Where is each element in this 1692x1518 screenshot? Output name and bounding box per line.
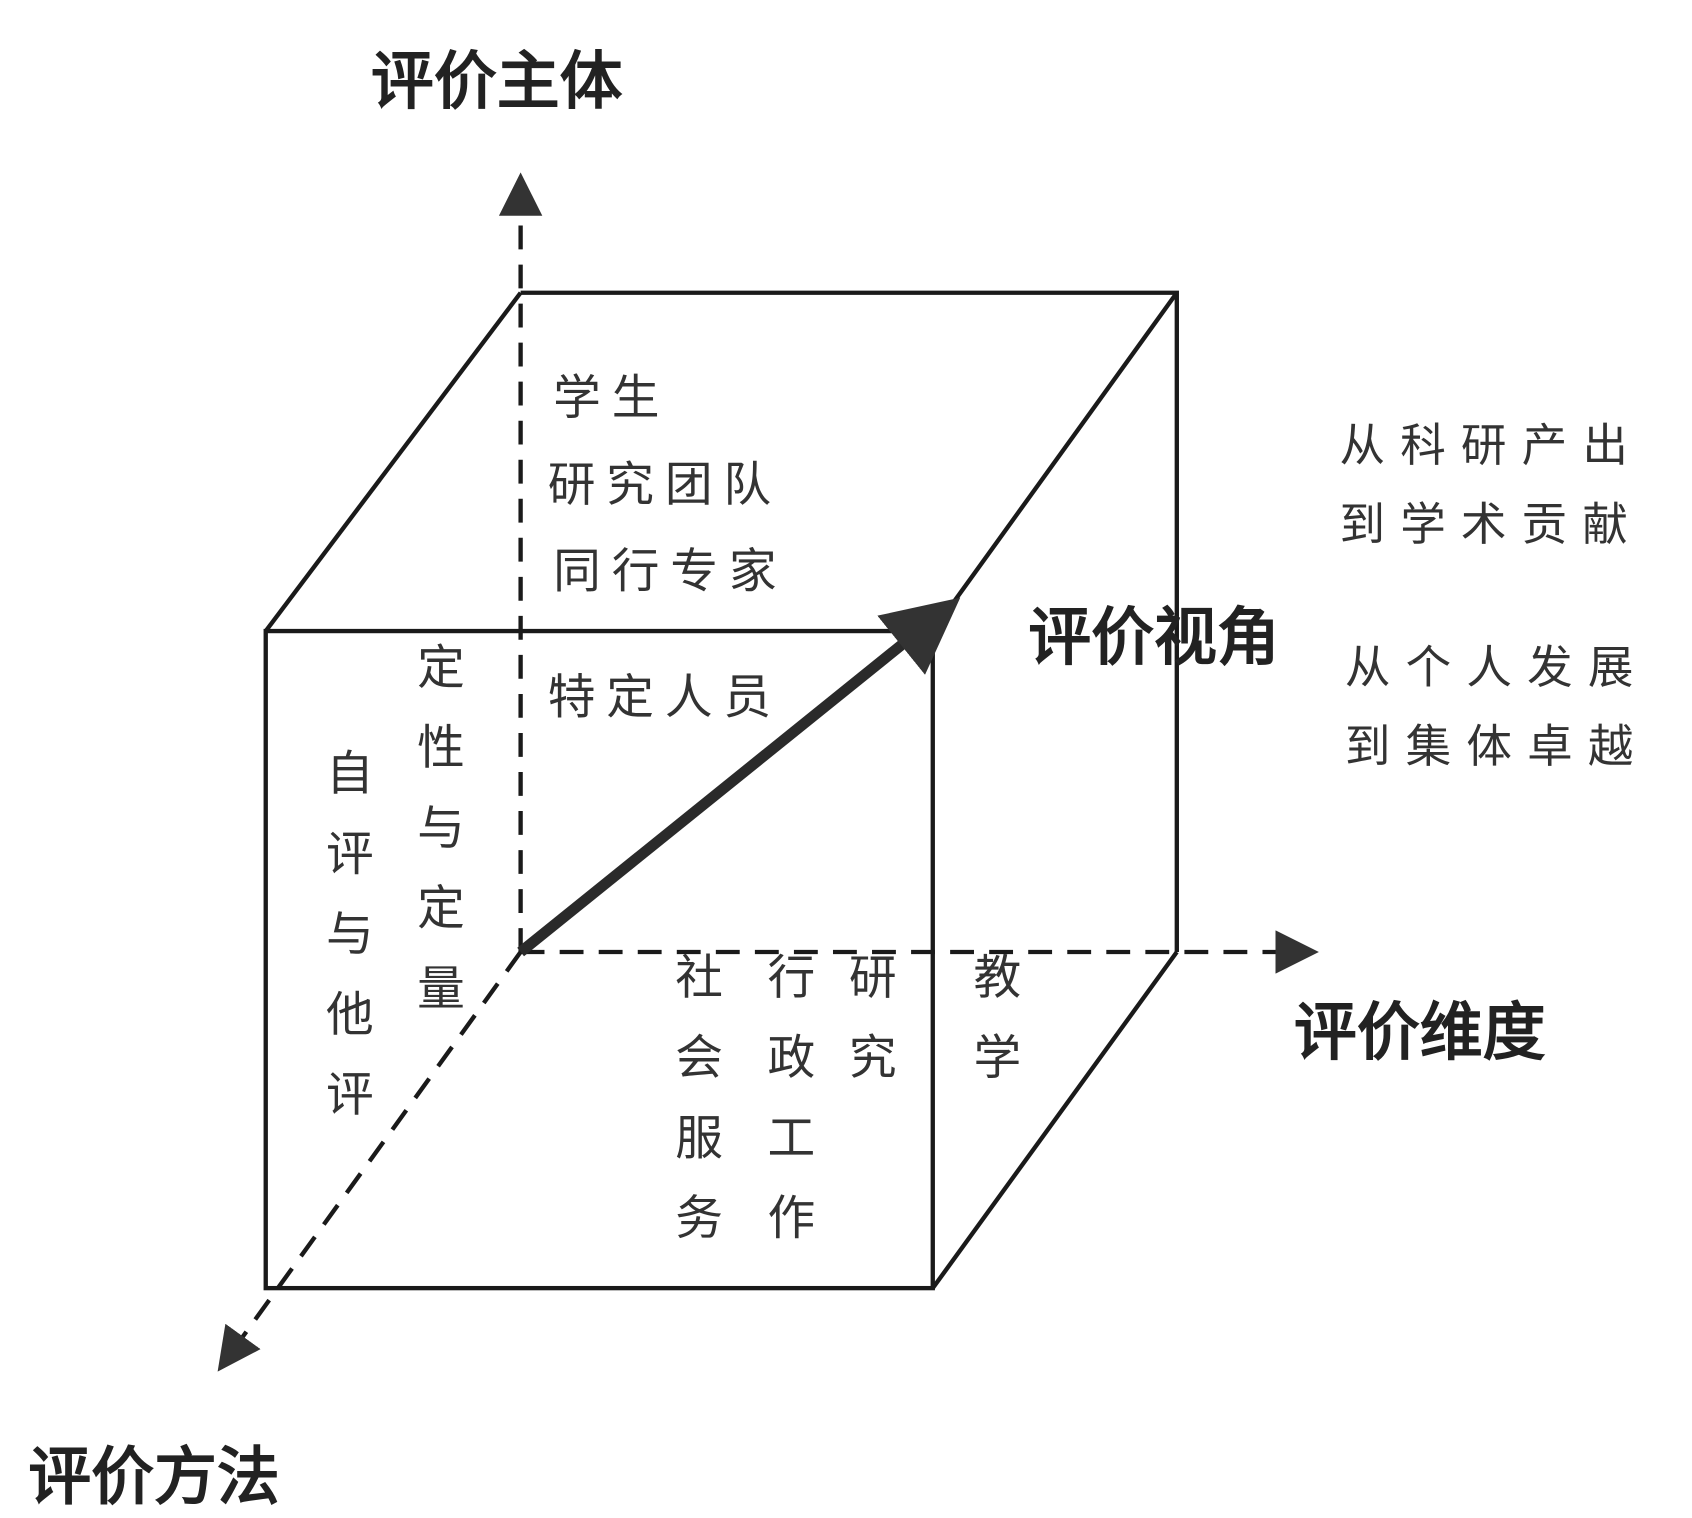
cube-edge [263,291,523,633]
perspective-item: 到学术贡献 [1340,498,1644,551]
perspective-item: 到集体卓越 [1345,720,1649,773]
cube [263,290,1179,1291]
perspective-item: 从科研产出 [1340,419,1644,472]
axis-label-dimension: 评价维度 [1294,996,1546,1069]
perspective-item: 从个人发展 [1345,641,1649,694]
method-item: 定性与定量 [409,642,464,1043]
dimension-item: 研究 [840,952,895,1112]
method-item: 自评与他评 [317,748,373,1149]
method-axis [217,950,523,1372]
axis-label-subject: 评价主体 [371,45,623,118]
subject-item: 同行专家 [553,545,787,600]
subject-item: 研究团队 [548,458,782,513]
dimension-item: 社会服务 [667,952,722,1273]
cube-front-face [263,628,935,1291]
subject-item: 学生 [553,371,670,426]
dimension-item: 教学 [965,952,1020,1112]
subject-item: 特定人员 [548,670,782,725]
dimension-item: 行政工作 [759,952,814,1273]
axis-label-perspective: 评价视角 [1028,601,1280,674]
perspective-arrow [517,597,961,957]
axis-label-method: 评价方法 [28,1440,280,1513]
cube-edge [931,291,1179,633]
cube-edge [931,950,1179,1290]
